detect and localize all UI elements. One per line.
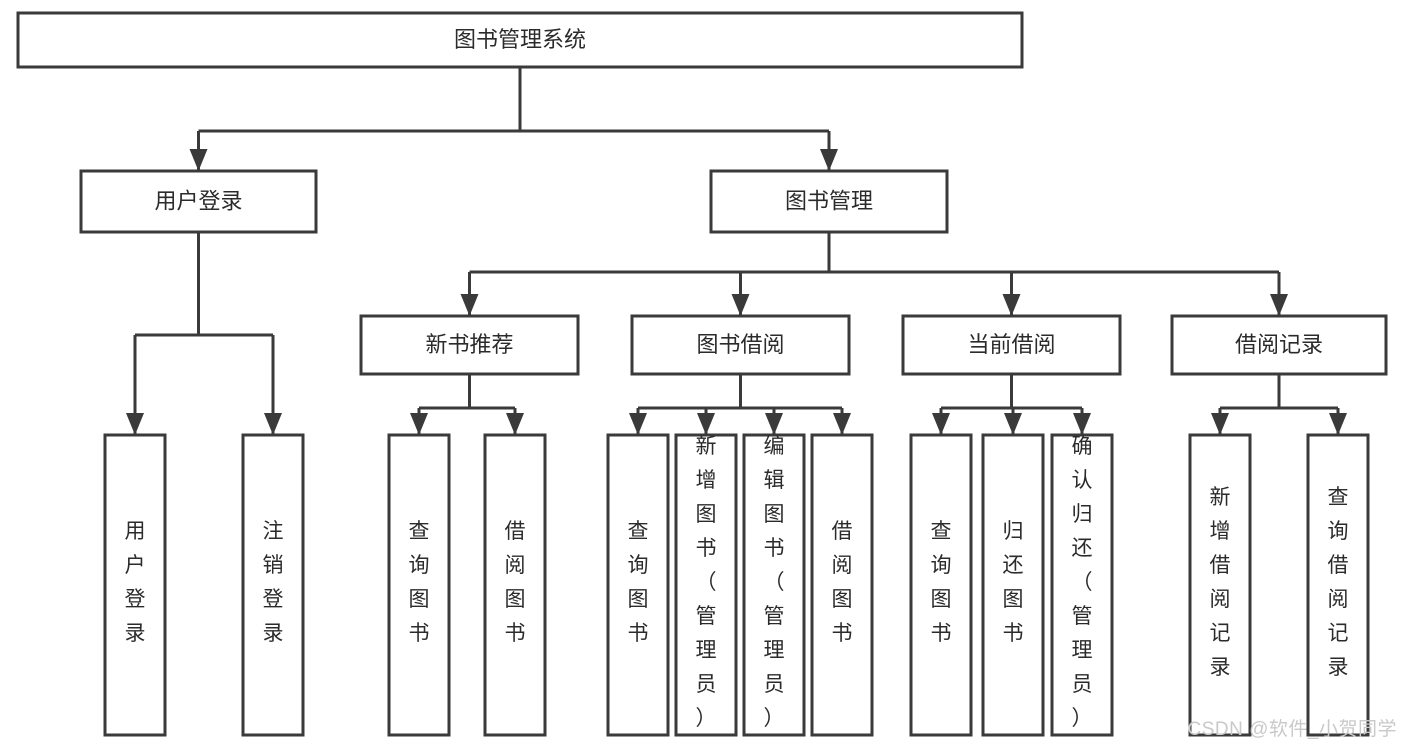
arrow-head — [1270, 294, 1288, 316]
node-leaf-logout[interactable]: 注销登录 — [241, 433, 305, 737]
node-leaf-add-book[interactable]: 新增图书（管理员） — [674, 433, 738, 737]
node-label: 归还图书 — [1003, 520, 1024, 645]
node-label: 借阅记录 — [1235, 332, 1323, 357]
arrow-head — [189, 149, 208, 171]
node-label: 用户登录 — [154, 188, 242, 213]
node-label: 注销登录 — [263, 520, 284, 645]
node-box — [103, 433, 167, 737]
node-label: 图书管理 — [785, 188, 873, 213]
node-leaf-edit-book[interactable]: 编辑图书（管理员） — [742, 433, 806, 737]
node-leaf-confirm-return[interactable]: 确认归还（管理员） — [1050, 433, 1114, 737]
node-leaf-query-book-1[interactable]: 查询图书 — [387, 433, 451, 737]
node-label: 查询图书 — [628, 520, 649, 645]
node-leaf-add-record[interactable]: 新增借阅记录 — [1188, 433, 1252, 737]
node-box — [742, 433, 806, 737]
node-box — [1188, 433, 1252, 737]
node-leaf-return-book[interactable]: 归还图书 — [981, 433, 1045, 737]
node-label: 查询图书 — [931, 520, 952, 645]
node-box — [1306, 433, 1370, 737]
arrow-head — [932, 413, 950, 435]
connectors-layer — [126, 67, 1347, 435]
node-box — [79, 169, 318, 234]
arrow-head — [731, 294, 750, 316]
arrow-head — [506, 413, 524, 435]
arrow-head — [629, 413, 647, 435]
node-leaf-query-book-3[interactable]: 查询图书 — [909, 433, 973, 737]
node-label: 查询图书 — [409, 520, 430, 645]
arrow-head — [1073, 413, 1091, 435]
arrow-head — [697, 413, 715, 435]
node-label: 图书管理系统 — [454, 27, 586, 52]
node-label: 借阅图书 — [505, 520, 526, 645]
node-label: 新增图书（管理员） — [696, 435, 717, 730]
node-box — [359, 314, 580, 376]
arrow-head — [1211, 413, 1229, 435]
node-current-borrow[interactable]: 当前借阅 — [901, 314, 1122, 376]
node-label: 确认归还（管理员） — [1072, 435, 1093, 730]
node-label: 用户登录 — [125, 520, 146, 645]
arrow-head — [264, 413, 282, 435]
arrow-head — [1329, 413, 1347, 435]
nodes-layer: 图书管理系统用户登录图书管理新书推荐图书借阅当前借阅借阅记录用户登录注销登录查询… — [16, 11, 1388, 737]
csdn-watermark: CSDN @软件_小贺同学 — [1187, 719, 1397, 740]
arrow-head — [820, 149, 838, 171]
node-box — [901, 314, 1122, 376]
node-leaf-query-book-2[interactable]: 查询图书 — [606, 433, 670, 737]
node-box — [909, 433, 973, 737]
node-label: 新增借阅记录 — [1210, 486, 1231, 679]
node-leaf-user-login[interactable]: 用户登录 — [103, 433, 167, 737]
node-box — [387, 433, 451, 737]
node-box — [630, 314, 851, 376]
arrow-head — [460, 294, 479, 316]
node-new-book-recommend[interactable]: 新书推荐 — [359, 314, 580, 376]
node-label: 当前借阅 — [967, 332, 1055, 357]
node-box — [16, 11, 1024, 69]
node-box — [709, 169, 949, 234]
node-box — [1170, 314, 1388, 376]
node-box — [1050, 433, 1114, 737]
arrow-head — [1002, 294, 1021, 316]
node-borrow-record[interactable]: 借阅记录 — [1170, 314, 1388, 376]
node-label: 新书推荐 — [425, 332, 513, 357]
node-leaf-borrow-book-1[interactable]: 借阅图书 — [483, 433, 547, 737]
arrow-head — [833, 413, 851, 435]
node-box — [606, 433, 670, 737]
node-label: 借阅图书 — [832, 520, 853, 645]
node-user-login[interactable]: 用户登录 — [79, 169, 318, 234]
node-box — [674, 433, 738, 737]
node-leaf-borrow-book-2[interactable]: 借阅图书 — [810, 433, 874, 737]
node-box — [981, 433, 1045, 737]
node-label: 编辑图书（管理员） — [764, 435, 785, 730]
node-book-manage[interactable]: 图书管理 — [709, 169, 949, 234]
node-box — [241, 433, 305, 737]
node-leaf-query-record[interactable]: 查询借阅记录 — [1306, 433, 1370, 737]
node-box — [810, 433, 874, 737]
arrow-head — [126, 413, 144, 435]
node-label: 查询借阅记录 — [1328, 486, 1349, 679]
arrow-head — [1004, 413, 1022, 435]
arrow-head — [410, 413, 428, 435]
node-root-图书管理系统[interactable]: 图书管理系统 — [16, 11, 1024, 69]
arrow-head — [765, 413, 783, 435]
node-box — [483, 433, 547, 737]
node-book-borrow[interactable]: 图书借阅 — [630, 314, 851, 376]
node-label: 图书借阅 — [696, 332, 784, 357]
